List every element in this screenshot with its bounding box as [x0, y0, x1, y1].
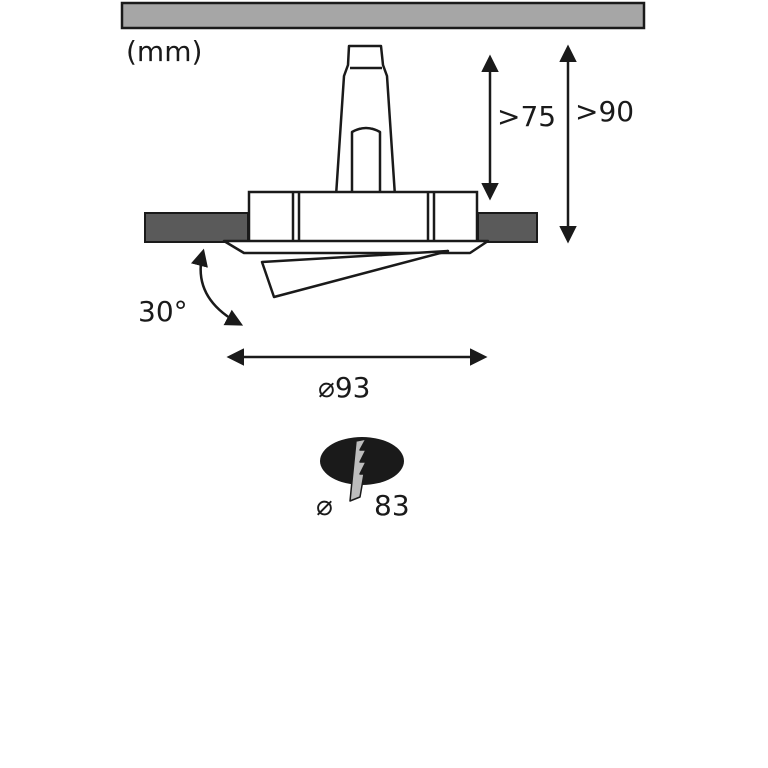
- outer-diameter-label: ⌀93: [318, 371, 371, 404]
- depth-75-label: >75: [497, 100, 556, 133]
- tilt-angle-label: 30°: [138, 295, 188, 328]
- cutout-diameter-value: 83: [374, 489, 410, 522]
- ceiling-board-left: [144, 212, 249, 243]
- spring-clip: [334, 44, 397, 212]
- drill-bit-icon: [349, 438, 367, 502]
- cutout-hole: [320, 437, 404, 485]
- tilted-lamp: [260, 249, 450, 299]
- units-label: (mm): [126, 35, 202, 68]
- cutout-diameter-symbol: ⌀: [316, 489, 333, 522]
- tilt-angle-arrow: [191, 248, 244, 326]
- ceiling-slab: [120, 1, 646, 30]
- depth-90-label: >90: [575, 95, 634, 128]
- ceiling-board-right: [477, 212, 538, 243]
- lamp-housing: [247, 190, 479, 245]
